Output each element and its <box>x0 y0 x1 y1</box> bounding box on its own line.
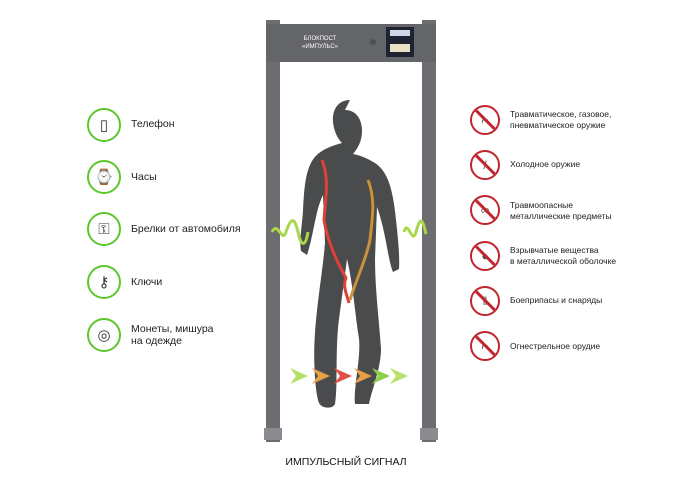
pistol-icon: ⌐ <box>470 105 500 135</box>
label-line: в металлической оболочке <box>510 256 617 266</box>
gate-indicator-light <box>370 39 376 45</box>
label-line: Монеты, мишура <box>131 323 214 335</box>
keys-icon: ⚷ <box>87 265 121 299</box>
label-line: Травмоопасные <box>510 200 573 210</box>
phone-icon: ▯ <box>87 108 121 142</box>
label-line: металлические предметы <box>510 211 612 221</box>
ammo-icon: ‖ <box>470 286 500 316</box>
car-key-fob-icon: ⚿ <box>87 212 121 246</box>
gate-brand-line2: «ИМПУЛЬС» <box>302 44 338 50</box>
label-line: Огнестрельное орудие <box>510 341 601 351</box>
signal-arrows <box>290 368 408 384</box>
prohibited-item-label: Холодное оружие <box>510 159 580 170</box>
grenade-icon: ● <box>470 241 500 271</box>
brass-knuckles-icon: ∞ <box>470 195 500 225</box>
caption: ИМПУЛЬСНЫЙ СИГНАЛ <box>285 456 407 468</box>
gate-brand-line1: БЛОКПОСТ <box>303 36 337 42</box>
prohibited-item-label: Боеприпасы и снаряды <box>510 295 602 306</box>
prohibited-item-label: Травматическое, газовое,пневматическое о… <box>510 109 611 131</box>
person-silhouette <box>300 100 400 408</box>
watch-icon: ⌚ <box>87 160 121 194</box>
gate-right-post <box>422 20 436 442</box>
label-line: Травматическое, газовое, <box>510 109 612 119</box>
allowed-item-label: Часы <box>131 171 157 183</box>
allowed-item-label: Монеты, мишура на одежде <box>131 323 214 347</box>
prohibited-item-label: Огнестрельное орудие <box>510 341 600 352</box>
label-line: Боеприпасы и снаряды <box>510 295 603 305</box>
coins-icon: ◎ <box>87 318 121 352</box>
label-line: пневматическое оружие <box>510 120 606 130</box>
label-line: Взрывчатые вещества <box>510 245 599 255</box>
gate-brand: БЛОКПОСТ «ИМПУЛЬС» <box>302 35 338 51</box>
knife-icon: / <box>470 150 500 180</box>
label-line: на одежде <box>131 335 183 347</box>
allowed-item-label: Телефон <box>131 118 175 130</box>
label-line: Холодное оружие <box>510 159 581 169</box>
firearm-icon: ⌐ <box>470 331 500 361</box>
allowed-item-label: Брелки от автомобиля <box>131 223 241 235</box>
allowed-item-label: Ключи <box>131 276 163 288</box>
